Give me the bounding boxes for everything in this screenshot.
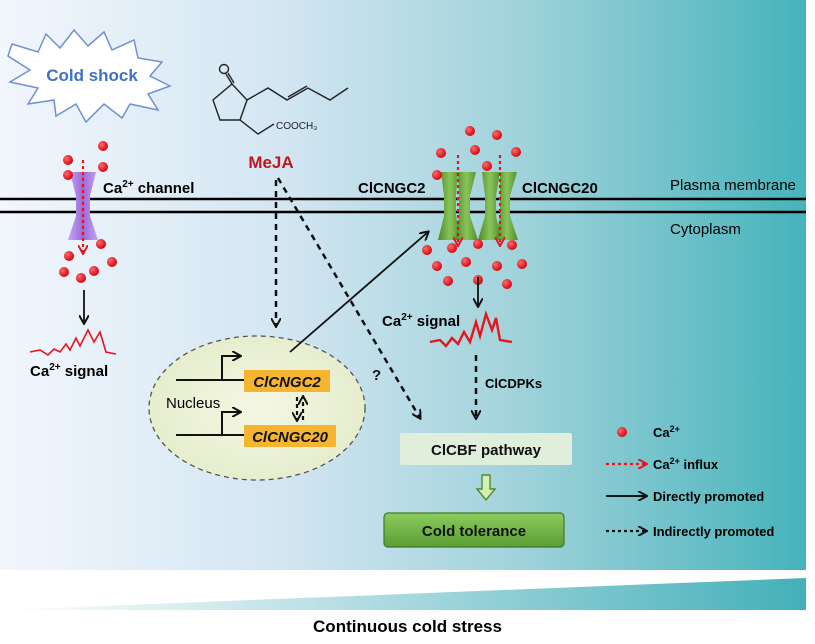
cbf-to-tolerance-arrow (475, 474, 497, 502)
cold-shock-label: Cold shock (46, 66, 138, 85)
plasma-membrane-label: Plasma membrane (670, 177, 796, 194)
legend-direct-label: Directly promoted (653, 489, 764, 504)
legend-indirect-label: Indirectly promoted (653, 524, 774, 539)
nucleus-label: Nucleus (166, 395, 220, 412)
cooch3-label: COOCH₃ (276, 121, 317, 132)
gene-to-channel-arrow (289, 232, 428, 353)
right-ca-signal-trace (429, 310, 513, 348)
cbf-pathway-label: ClCBF pathway (431, 442, 542, 459)
gene-box-clcngc20 (244, 425, 336, 447)
left-calcium-ions (59, 141, 117, 283)
cold-shock-burst (7, 28, 172, 124)
gene-label-clcngc2: ClCNGC2 (253, 374, 321, 391)
legend-ca-label: Ca2+ (653, 424, 680, 440)
gene-label-clcngc20: ClCNGC20 (252, 429, 329, 446)
clcngc20-channel-label: ClCNGC20 (522, 180, 598, 197)
legend: Ca2+ Ca2+ influx Directly promoted Indir… (606, 424, 774, 539)
cytoplasm-label: Cytoplasm (670, 221, 741, 238)
clcdpks-label: ClCDPKs (485, 376, 542, 391)
legend-influx-label: Ca2+ influx (653, 456, 719, 472)
gene-box-clcngc2 (244, 370, 330, 392)
bottom-label: Continuous cold stress (313, 617, 502, 636)
meja-structure (212, 63, 349, 135)
promoter-arrows (176, 356, 244, 436)
ca-channel-label: Ca2+ channel (103, 179, 194, 197)
cold-tolerance-box (383, 512, 565, 548)
meja-to-cbf-arrow (276, 177, 420, 418)
clcngc2-channel (438, 172, 478, 240)
right-ca-signal-label: Ca2+ signal (382, 312, 460, 330)
ca-channel-left (68, 172, 98, 240)
meja-label: MeJA (248, 153, 293, 172)
cbf-pathway-box (400, 433, 572, 465)
question-mark: ? (372, 367, 381, 384)
left-ca-signal-label: Ca2+ signal (30, 362, 108, 380)
left-ca-signal-trace (29, 328, 117, 357)
right-calcium-ions-outside (432, 126, 521, 180)
right-calcium-ions-inside (422, 239, 527, 289)
clcngc2-channel-label: ClCNGC2 (358, 180, 426, 197)
clcngc20-channel (478, 172, 518, 240)
cold-tolerance-label: Cold tolerance (422, 523, 526, 540)
legend-ca-icon (617, 427, 627, 437)
cold-stress-wedge (0, 578, 806, 610)
